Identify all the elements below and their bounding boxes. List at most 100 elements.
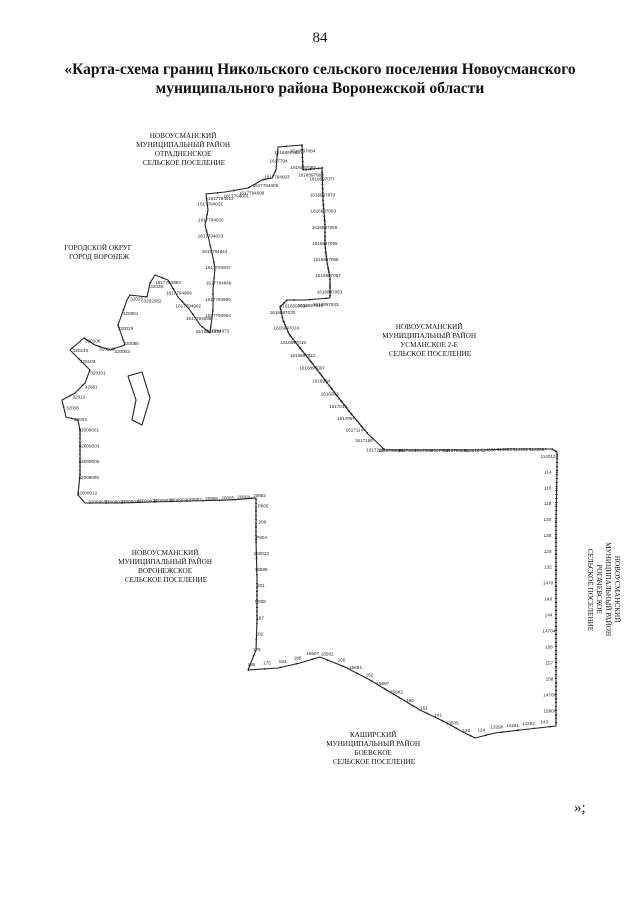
boundary-point-dot: [555, 601, 557, 603]
boundary-point-dot: [255, 557, 258, 560]
boundary-point-dot: [555, 633, 557, 636]
boundary-point-label: 132: [544, 565, 552, 570]
boundary-point-label: 1616943: [321, 391, 339, 396]
boundary-point-dot: [274, 170, 277, 173]
boundary-point-dot: [201, 326, 204, 328]
boundary-point-dot: [329, 284, 331, 287]
boundary-point-dot: [501, 731, 503, 734]
boundary-point-marks: [78, 144, 559, 726]
boundary-point-label: 1617794993: [155, 280, 181, 285]
boundary-point-label: 161: [420, 706, 428, 711]
map-title-line-2: муниципального района Воронежской област…: [155, 80, 485, 97]
boundary-point-label: 13500: [446, 720, 459, 725]
boundary-point-dot: [209, 245, 212, 248]
boundary-point-dot: [295, 662, 298, 665]
boundary-point-label: 1616897063: [311, 209, 337, 214]
boundary-point-dot: [301, 144, 303, 147]
boundary-point-dot: [556, 455, 558, 458]
boundary-point-dot: [186, 500, 188, 502]
boundary-point-label: 162: [366, 673, 374, 678]
boundary-point-dot: [371, 437, 374, 439]
boundary-point-label: 15681: [349, 665, 362, 670]
boundary-point-dot: [250, 497, 253, 500]
settlement-boundary: [61, 144, 558, 739]
boundary-point-dot: [309, 298, 311, 301]
boundary-point-dot: [212, 309, 214, 312]
boundary-point-label: 182: [256, 632, 264, 637]
boundary-point-dot: [206, 213, 209, 216]
boundary-point-label: 20687: [189, 497, 202, 502]
boundary-point-dot: [70, 417, 73, 420]
boundary-point-dot: [248, 186, 251, 189]
boundary-point-label: 1617019: [329, 404, 347, 409]
boundary-point-label: 1617794964: [205, 313, 231, 318]
boundary-point-dot: [256, 606, 258, 609]
boundary-point-dot: [384, 688, 387, 691]
boundary-point-dot: [256, 590, 258, 592]
boundary-point-label: 16507: [306, 651, 319, 656]
boundary-point-dot: [447, 449, 450, 451]
boundary-point-dot: [311, 658, 314, 661]
boundary-point-label: 32009001: [79, 428, 100, 433]
boundary-point-label: 1617794960: [205, 297, 231, 302]
region-labels: НОВОУСМАНСКИЙ МУНИЦИПАЛЬНЫЙ РАЙОН ОТРАДН…: [64, 131, 622, 766]
boundary-point-dot: [122, 339, 125, 342]
boundary-point-label: 1617794009: [239, 191, 265, 196]
boundary-point-dot: [71, 347, 74, 349]
boundary-point-label: 3202582: [144, 299, 162, 304]
boundary-point-dot: [212, 261, 215, 263]
boundary-point-dot: [398, 696, 401, 699]
boundary-point-dot: [533, 727, 535, 730]
inner-loop-boundary: [127, 371, 151, 426]
boundary-point-dot: [549, 725, 552, 728]
boundary-point-label: 144: [545, 613, 553, 618]
boundary-point-label: 1616897007: [299, 366, 325, 371]
boundary-point-label: 141: [434, 713, 442, 718]
boundary-point-label: 1617794847: [205, 265, 231, 270]
boundary-point-dot: [555, 552, 557, 555]
boundary-point-label: 146: [544, 597, 552, 602]
boundary-point-label: 165: [338, 658, 346, 663]
boundary-point-label: 1617794972: [204, 329, 230, 334]
boundary-point-label: 32008: [66, 406, 79, 411]
boundary-point-label: 114002: [513, 447, 528, 452]
boundary-point-label: 125: [462, 728, 470, 733]
boundary-point-label: 130: [543, 517, 551, 522]
boundary-point-dot: [276, 154, 279, 157]
boundary-point-label: 114006: [481, 447, 496, 452]
boundary-point-label: 320100: [99, 347, 115, 352]
boundary-point-dot: [341, 665, 344, 667]
boundary-point-dot: [356, 672, 358, 675]
boundary-point-dot: [234, 498, 237, 501]
boundary-point-label: 32009008: [78, 475, 99, 480]
page-number: 84: [312, 30, 328, 46]
boundary-point-label: 1617660: [414, 448, 432, 453]
boundary-point-dot: [83, 337, 86, 340]
region-label-rogachevskoe: НОВОУСМАНСКИЙ МУНИЦИПАЛЬНЫЙ РАЙОН РОГАЧЕ…: [586, 542, 622, 638]
boundary-point-label: 1616904: [312, 379, 330, 384]
boundary-point-dot: [218, 499, 221, 502]
boundary-point-label: 1616897040: [298, 303, 324, 308]
map-title: «Карта-схема границ Никольского сельског…: [60, 60, 580, 98]
boundary-point-label: 32081: [85, 385, 98, 390]
boundary-point-dot: [232, 189, 235, 192]
boundary-point-label: 1616897053: [317, 289, 343, 294]
boundary-point-dot: [426, 712, 429, 715]
boundary-point-label: 183: [279, 659, 287, 664]
boundary-point-label: 320106: [85, 339, 101, 344]
boundary-point-dot: [360, 425, 363, 427]
boundary-point-label: 1617794849: [206, 281, 232, 286]
boundary-point-dot: [322, 204, 325, 207]
boundary-point-dot: [290, 335, 293, 338]
boundary-point-label: 32009037: [121, 499, 142, 504]
boundary-point-dot: [255, 541, 257, 544]
boundary-point-dot: [279, 666, 282, 669]
boundary-point-label: 1617794021: [197, 202, 223, 207]
boundary-point-label: 1617794977: [196, 329, 222, 334]
boundary-point-dot: [292, 299, 295, 301]
boundary-point-dot: [555, 487, 558, 490]
boundary-point-dot: [455, 727, 458, 730]
boundary-point-label: 157: [545, 661, 553, 666]
boundary-point-dot: [153, 501, 156, 503]
